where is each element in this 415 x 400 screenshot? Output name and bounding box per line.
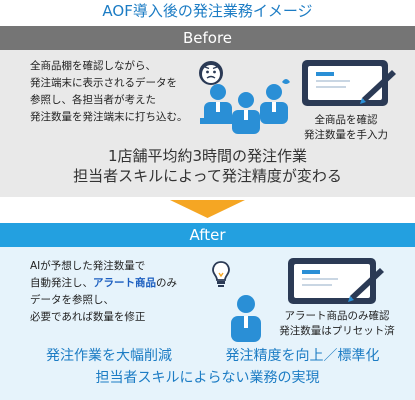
- after-header: After: [0, 223, 415, 247]
- person-icon: [232, 92, 260, 134]
- lightbulb-icon: [212, 261, 230, 287]
- before-screen-label-line: 発注数量を手入力: [304, 129, 388, 141]
- after-emphasis-accuracy: 発注精度を向上／標準化: [225, 348, 380, 364]
- after-screen-label-line: 発注数量はプリセット済: [279, 325, 395, 337]
- before-description-line: 全商品棚を確認しながら、: [30, 60, 156, 72]
- before-description-line: 発注数量を発注端末に打ち込む。: [30, 111, 188, 123]
- before-screen-label: 全商品を確認 発注数量を手入力: [286, 113, 406, 143]
- before-description-line: 発注端末に表示されるデータを: [30, 77, 177, 89]
- person-icon: [231, 295, 261, 342]
- before-emphasis: 1店舗平均約3時間の発注作業 担当者スキルによって発注精度が変わる: [0, 146, 415, 186]
- person-icon: [200, 84, 236, 124]
- before-emphasis-line: 担当者スキルによって発注精度が変わる: [73, 167, 342, 185]
- before-description-line: 参照し、各担当者が考えた: [30, 94, 156, 106]
- after-description-text: 自動発注し、: [30, 277, 93, 289]
- person-group-icon: [200, 79, 290, 134]
- down-arrow-icon: [170, 200, 245, 218]
- before-description: 全商品棚を確認しながら、 発注端末に表示されるデータを 参照し、各担当者が考えた…: [30, 58, 206, 126]
- alert-product-highlight: アラート商品: [93, 277, 156, 289]
- before-screen-label-line: 全商品を確認: [314, 114, 378, 126]
- before-emphasis-line: 1店舗平均約3時間の発注作業: [107, 147, 308, 165]
- after-emphasis-skill-independent: 担当者スキルによらない業務の実現: [95, 370, 320, 386]
- after-description: AIが予想した発注数量で 自動発注し、アラート商品のみ データを参照し、 必要で…: [30, 258, 200, 326]
- after-description-line: データを参照し、: [30, 294, 114, 306]
- after-emphasis-reduction: 発注作業を大幅削減: [46, 348, 172, 364]
- tablet-pen-icon: [288, 258, 384, 304]
- after-description-line: 必要であれば数量を修正: [30, 311, 146, 323]
- after-panel: [0, 223, 415, 400]
- worried-person-icon: [199, 61, 223, 85]
- tablet-pen-icon: [302, 60, 396, 106]
- before-header: Before: [0, 26, 415, 50]
- after-screen-label: アラート商品のみ確認 発注数量はプリセット済: [262, 309, 412, 339]
- after-screen-label-line: アラート商品のみ確認: [284, 310, 390, 322]
- after-description-text: のみ: [156, 277, 177, 289]
- after-description-line: AIが予想した発注数量で: [30, 260, 146, 272]
- page-title: AOF導入後の発注業務イメージ: [102, 2, 313, 20]
- after-description-line: 自動発注し、アラート商品のみ: [30, 275, 200, 292]
- person-icon: [260, 84, 288, 124]
